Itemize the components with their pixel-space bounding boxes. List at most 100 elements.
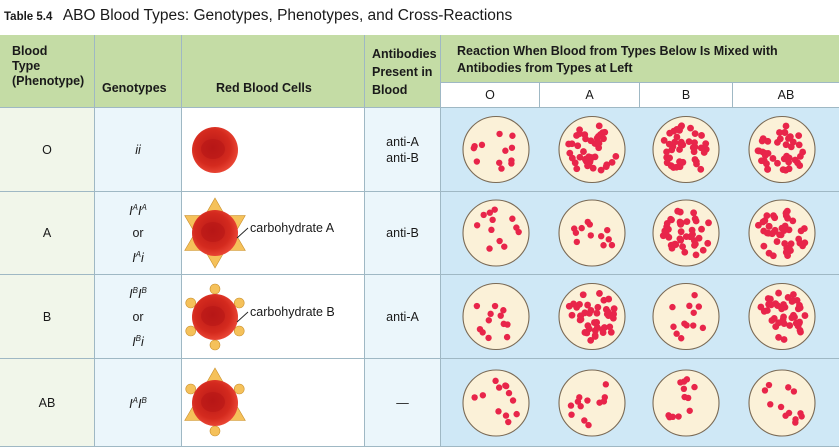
clumped-cell	[780, 336, 788, 343]
genotype-or: or	[132, 309, 144, 324]
clumped-cell	[784, 294, 792, 301]
dispersed-cell	[480, 211, 487, 219]
clumped-cell	[596, 290, 603, 297]
clumped-cell	[781, 240, 789, 247]
carbohydrate-b-marker	[209, 283, 221, 295]
carbohydrate-b-marker	[233, 297, 245, 309]
dispersed-cell	[568, 411, 575, 418]
allele: I	[138, 397, 142, 412]
dispersed-cell	[604, 226, 611, 234]
clumped-cell	[697, 144, 705, 152]
genotype: IBi	[132, 328, 144, 353]
reaction-dish-dispersed	[462, 282, 530, 351]
dispersed-cell	[488, 226, 495, 234]
clumped-cell	[673, 163, 680, 171]
dispersed-cell	[496, 130, 503, 138]
clumped-cell	[763, 160, 770, 168]
dispersed-cell	[577, 403, 584, 410]
clumped-cell	[770, 228, 778, 236]
phenotype-b: B	[0, 275, 94, 358]
rbc-label-leader	[236, 311, 249, 323]
rbc-svg-b	[185, 283, 249, 351]
carbohydrate-a-marker	[206, 367, 224, 383]
clumped-cell	[785, 158, 793, 166]
dispersed-cell	[485, 317, 492, 324]
clumped-cell	[767, 295, 774, 303]
carbohydrate-b-marker	[185, 383, 197, 395]
dispersed-cell	[497, 312, 504, 319]
genotype: IAIB	[129, 390, 147, 415]
rbc-center	[201, 139, 225, 159]
clumped-cell	[764, 137, 772, 145]
allele-superscript: B	[141, 396, 147, 406]
red-blood-cell-o	[182, 108, 364, 191]
allele: I	[132, 334, 136, 349]
clumped-cell	[609, 314, 617, 322]
header-reaction-line-2: Antibodies from Types at Left	[457, 61, 633, 75]
antibody: anti-B	[386, 226, 419, 240]
allele-superscript: B	[132, 286, 138, 296]
clumped-cell	[697, 165, 705, 173]
rbc-center	[201, 392, 225, 412]
clumped-cell	[769, 155, 777, 162]
header-reaction: Reaction When Blood from Types Below Is …	[441, 35, 839, 82]
genotype: IBIB	[129, 280, 147, 305]
clumped-cell	[791, 313, 798, 321]
dispersed-cell	[515, 228, 522, 236]
dispersed-cell	[690, 309, 697, 316]
clumped-cell	[663, 148, 670, 156]
reaction-dish-dispersed	[652, 282, 720, 351]
dispersed-cell	[479, 392, 487, 399]
dispersed-cell	[680, 385, 688, 393]
dispersed-cell	[605, 236, 612, 243]
genotype-or: or	[132, 226, 144, 240]
clumped-cell	[584, 301, 592, 309]
clumped-cell	[673, 126, 681, 133]
clumped-cell	[573, 132, 580, 139]
carbohydrate-b-marker	[209, 339, 221, 351]
clumped-cell	[759, 218, 767, 226]
abo-blood-type-table: Blood Type (Phenotype) Genotypes Red Blo…	[0, 35, 839, 447]
clumped-cell	[606, 323, 614, 331]
dispersed-cell	[761, 387, 769, 394]
dispersed-cell	[473, 302, 481, 310]
clumped-cell	[602, 163, 610, 171]
dispersed-cell	[597, 232, 605, 240]
dispersed-cell	[683, 376, 691, 383]
reaction-column-o: O	[441, 83, 539, 107]
reactions-ab	[441, 359, 839, 447]
header-antibodies-line-3: Blood	[372, 83, 408, 97]
dispersed-cell	[485, 334, 492, 342]
clumped-cell	[591, 153, 599, 161]
dispersed-cell	[600, 242, 607, 249]
clumped-cell	[799, 148, 807, 156]
clumped-cell	[691, 241, 698, 249]
clumped-cell	[595, 139, 603, 147]
genotype: IAIA	[129, 197, 147, 222]
antibody: anti-B	[386, 150, 419, 165]
dispersed-cell	[473, 222, 481, 229]
dispersed-cell	[502, 147, 509, 154]
allele: I	[138, 204, 142, 218]
clumped-cell	[671, 138, 679, 146]
dispersed-cell	[792, 416, 799, 423]
header-genotypes: Genotypes	[95, 35, 181, 107]
clumped-cell	[583, 329, 591, 337]
clumped-cell	[605, 295, 613, 303]
carbohydrate-b-marker	[185, 297, 197, 309]
dispersed-cell	[505, 418, 512, 426]
clumped-cell	[665, 140, 673, 148]
dispersed-cell	[491, 302, 499, 310]
dispersed-cell	[691, 383, 698, 391]
reaction-dish-clumped	[558, 115, 626, 184]
clumped-cell	[665, 225, 672, 233]
clumped-cell	[601, 128, 609, 136]
clumped-cell	[760, 242, 768, 250]
dispersed-cell	[487, 310, 494, 318]
clumped-cell	[774, 138, 781, 146]
red-blood-cell-b: carbohydrate B	[182, 275, 364, 358]
genotypes-o: ii	[95, 108, 181, 191]
table-caption: Table 5.4 ABO Blood Types: Genotypes, Ph…	[4, 4, 512, 28]
carbohydrate-a-marker	[206, 253, 224, 269]
clumped-cell	[581, 309, 589, 317]
